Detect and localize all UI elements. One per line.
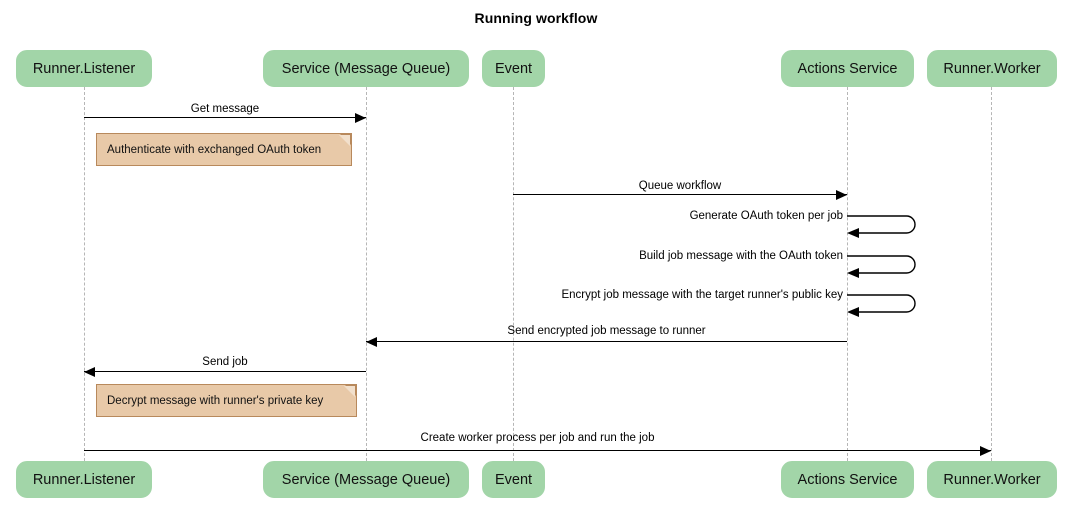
arrowhead-send-encrypted-job-message-to-runner bbox=[366, 337, 377, 347]
selfloop-generate-oauth-token-per-job bbox=[847, 215, 919, 241]
lifeline-actions-service bbox=[847, 87, 848, 461]
note-fold-fill bbox=[339, 135, 350, 146]
note-authenticate-with-exchanged-oauth-token: Authenticate with exchanged OAuth token bbox=[96, 133, 352, 166]
page-title: Running workflow bbox=[474, 10, 598, 26]
participant-label: Service (Message Queue) bbox=[281, 471, 451, 488]
participant-label: Runner.Listener bbox=[32, 60, 136, 77]
participant-label: Event bbox=[494, 60, 533, 77]
message-label-send-job: Send job bbox=[202, 356, 248, 368]
note-text: Authenticate with exchanged OAuth token bbox=[107, 143, 322, 156]
arrowhead-queue-workflow bbox=[836, 190, 847, 200]
participant-label: Runner.Worker bbox=[943, 471, 1041, 488]
note-decrypt-message-with-runners-private-key: Decrypt message with runner's private ke… bbox=[96, 384, 357, 417]
message-label-create-worker-process-per-job-and-run-the-job: Create worker process per job and run th… bbox=[420, 432, 655, 444]
lifeline-service-message-queue bbox=[366, 87, 367, 461]
participant-runner-listener-top[interactable]: Runner.Listener bbox=[16, 50, 152, 87]
participant-actions-service-bottom[interactable]: Actions Service bbox=[781, 461, 914, 498]
participant-label: Runner.Worker bbox=[943, 60, 1041, 77]
message-line-send-encrypted-job-message-to-runner bbox=[366, 341, 847, 342]
selfloop-encrypt-job-message-with-the-target-runners-public-key bbox=[847, 294, 919, 320]
participant-label: Event bbox=[494, 471, 533, 488]
participant-actions-service-top[interactable]: Actions Service bbox=[781, 50, 914, 87]
message-label-queue-workflow: Queue workflow bbox=[638, 180, 722, 192]
message-label-build-job-message-with-the-oauth-token: Build job message with the OAuth token bbox=[639, 250, 843, 262]
participant-label: Actions Service bbox=[797, 471, 898, 488]
lifeline-event bbox=[513, 87, 514, 461]
participant-label: Actions Service bbox=[797, 60, 898, 77]
message-label-send-encrypted-job-message-to-runner: Send encrypted job message to runner bbox=[507, 325, 706, 337]
note-text: Decrypt message with runner's private ke… bbox=[107, 394, 324, 407]
participant-label: Runner.Listener bbox=[32, 471, 136, 488]
participant-event-bottom[interactable]: Event bbox=[482, 461, 545, 498]
note-fold-fill bbox=[344, 386, 355, 397]
participant-runner-listener-bottom[interactable]: Runner.Listener bbox=[16, 461, 152, 498]
selfloop-build-job-message-with-the-oauth-token bbox=[847, 255, 919, 281]
participant-service-message-queue-top[interactable]: Service (Message Queue) bbox=[263, 50, 469, 87]
participant-service-message-queue-bottom[interactable]: Service (Message Queue) bbox=[263, 461, 469, 498]
message-label-encrypt-job-message-with-the-target-runners-public-key: Encrypt job message with the target runn… bbox=[561, 289, 843, 301]
arrowhead-create-worker-process-per-job-and-run-the-job bbox=[980, 446, 991, 456]
lifeline-runner-worker bbox=[991, 87, 992, 461]
message-line-get-message bbox=[84, 117, 366, 118]
message-label-generate-oauth-token-per-job: Generate OAuth token per job bbox=[689, 210, 843, 222]
participant-label: Service (Message Queue) bbox=[281, 60, 451, 77]
message-line-queue-workflow bbox=[513, 194, 847, 195]
message-line-send-job bbox=[84, 371, 366, 372]
participant-runner-worker-top[interactable]: Runner.Worker bbox=[927, 50, 1057, 87]
message-line-create-worker-process-per-job-and-run-the-job bbox=[84, 450, 991, 451]
arrowhead-send-job bbox=[84, 367, 95, 377]
lifeline-runner-listener bbox=[84, 87, 85, 461]
arrowhead-get-message bbox=[355, 113, 366, 123]
message-label-get-message: Get message bbox=[190, 103, 260, 115]
participant-event-top[interactable]: Event bbox=[482, 50, 545, 87]
participant-runner-worker-bottom[interactable]: Runner.Worker bbox=[927, 461, 1057, 498]
